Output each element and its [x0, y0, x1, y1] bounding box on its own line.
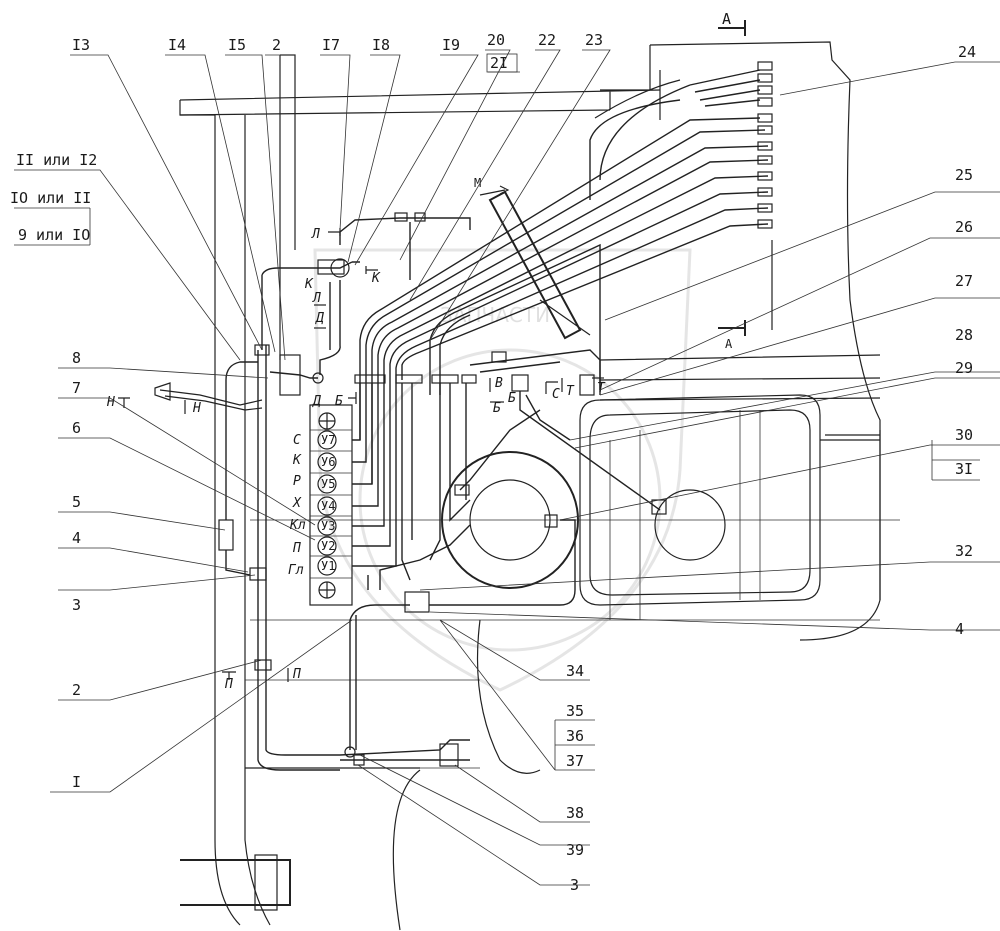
- valve-label-u3: У3: [321, 519, 335, 533]
- valve-label-u5: У5: [321, 477, 335, 491]
- callout-19: I9: [442, 36, 460, 54]
- callout-27: 27: [955, 272, 973, 290]
- callout-1: I: [72, 773, 81, 791]
- callout-35: 35: [566, 702, 584, 720]
- valve-label-u7: У7: [321, 433, 335, 447]
- valve-label-u1: У1: [321, 559, 335, 573]
- pipe-letters: Л К К Л Д Д Б Н Н В Б Б С Т Т П П: [106, 227, 606, 692]
- callout-8: 8: [72, 349, 81, 367]
- pipe-letter-n2: Н: [192, 401, 201, 416]
- pipe-letter-k2: К: [371, 271, 381, 286]
- callout-13: I3: [72, 36, 90, 54]
- block-letter-r: Р: [293, 474, 301, 489]
- left-circuit: [154, 267, 576, 771]
- callout-36: 36: [566, 727, 584, 745]
- pipe-bundle: [352, 61, 773, 567]
- callout-25: 25: [955, 166, 973, 184]
- callout-11-or-12: II или I2: [16, 151, 97, 169]
- callout-17: I7: [322, 36, 340, 54]
- centre-fittings: [354, 374, 477, 581]
- callout-30: 30: [955, 426, 973, 444]
- callout-31: 3I: [955, 460, 973, 478]
- pipe-letter-s1: С: [552, 387, 560, 402]
- callout-26: 26: [955, 218, 973, 236]
- section-mark-m: M: [474, 176, 481, 190]
- boom-member: [488, 190, 582, 340]
- callout-37: 37: [566, 752, 584, 770]
- pipe-letter-v1: В: [495, 376, 503, 391]
- pipe-letter-p1: П: [224, 677, 233, 692]
- callout-2-left: 2: [72, 681, 81, 699]
- callout-20: 20: [487, 31, 505, 49]
- callout-10-or-11: IO или II: [10, 189, 91, 207]
- callout-2-top: 2: [272, 36, 281, 54]
- valve-label-u6: У6: [321, 455, 335, 469]
- block-letter-k: К: [292, 453, 302, 468]
- pipe-letter-d2: Д: [312, 394, 321, 409]
- fitting-column: [757, 61, 773, 330]
- leader-lines: [14, 49, 1000, 886]
- callout-3-bottom: 3: [570, 876, 579, 894]
- valve-block: У7 У6 У5 У4 У3 У2 У1 С К Р Х Кл П Гл: [288, 404, 353, 606]
- callout-labels: I3 I4 I5 2 I7 I8 I9 20 22 23 2I II или I…: [10, 31, 976, 894]
- pipe-letter-t2: Т: [597, 381, 606, 396]
- callout-34: 34: [566, 662, 584, 680]
- pipe-letter-k1: К: [304, 277, 314, 292]
- pipe-letter-n1: Н: [106, 395, 115, 410]
- callout-5: 5: [72, 493, 81, 511]
- callout-7: 7: [72, 379, 81, 397]
- pipe-letter-b2: Б: [508, 391, 516, 406]
- section-marks: A A M: [474, 10, 746, 351]
- pipe-letter-l1: Л: [311, 227, 320, 242]
- callout-22: 22: [538, 31, 556, 49]
- callout-29: 29: [955, 359, 973, 377]
- pipe-letter-b1: Б: [335, 394, 343, 409]
- valve-label-u4: У4: [321, 499, 335, 513]
- callout-28: 28: [955, 326, 973, 344]
- callout-32: 32: [955, 542, 973, 560]
- block-letter-gl: Гл: [288, 563, 304, 578]
- callout-15: I5: [228, 36, 246, 54]
- callout-9-or-10: 9 или IO: [18, 226, 90, 244]
- frame-structure: [179, 41, 900, 931]
- top-connections: [312, 212, 471, 375]
- valve-label-u2: У2: [321, 539, 335, 553]
- callout-4-right: 4: [955, 620, 964, 638]
- block-letter-s: С: [293, 433, 301, 448]
- pipe-letter-t1: Т: [566, 384, 575, 399]
- callout-4-left: 4: [72, 529, 81, 547]
- pipe-letter-d1: Д: [315, 311, 324, 326]
- block-letter-p: П: [292, 541, 301, 556]
- pipe-letter-l2: Л: [312, 291, 321, 306]
- watermark-text: ЗАПЧАСТИ: [440, 303, 550, 327]
- right-connections: [454, 349, 667, 528]
- valve-block-rows: [310, 412, 352, 599]
- callout-6: 6: [72, 419, 81, 437]
- block-letter-kl: Кл: [289, 518, 306, 533]
- callout-24: 24: [958, 43, 976, 61]
- callout-21: 2I: [490, 54, 508, 72]
- callout-14: I4: [168, 36, 186, 54]
- section-mark-a-bottom: A: [725, 337, 733, 351]
- callout-38: 38: [566, 804, 584, 822]
- pipe-letter-p2: П: [292, 667, 301, 682]
- callout-39: 39: [566, 841, 584, 859]
- callout-23: 23: [585, 31, 603, 49]
- callout-3-left: 3: [72, 596, 81, 614]
- block-letter-kh: Х: [292, 496, 302, 511]
- callout-18: I8: [372, 36, 390, 54]
- pipe-letter-b3: Б: [493, 401, 501, 416]
- section-mark-a-top: A: [722, 10, 731, 28]
